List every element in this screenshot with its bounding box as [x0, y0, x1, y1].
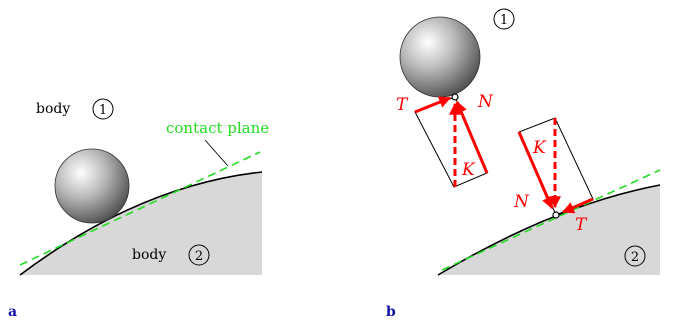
body-2-number-a: 2	[195, 249, 203, 264]
body-1-sphere-b	[399, 16, 481, 98]
lower-N-arrow	[517, 131, 554, 210]
ground-surface-curve-a	[19, 171, 263, 276]
contact-plane-leader	[204, 139, 229, 167]
upper-T-arrow	[414, 96, 452, 114]
upper-K-label: K	[461, 160, 476, 180]
upper-N-arrow	[455, 100, 489, 174]
upper-force-rectangle	[414, 96, 488, 188]
body-1-number-circle-b	[493, 8, 515, 30]
panel-b-label: b	[386, 304, 396, 320]
lower-N-label: N	[513, 192, 530, 212]
lower-T-label: T	[575, 215, 588, 235]
contact-plane-label: contact plane	[166, 119, 269, 137]
body-2-number-circle-a	[188, 244, 210, 266]
body-2-ground-b	[438, 185, 660, 275]
body-2-number-b: 2	[631, 250, 639, 265]
lower-K-label: K	[532, 138, 547, 158]
lower-T-arrow	[561, 197, 594, 214]
body-1-number-b: 1	[500, 13, 508, 28]
contact-plane-line	[19, 151, 261, 266]
upper-T-label: T	[396, 95, 409, 115]
panel-b: 1 T N K K N T 2 b	[386, 8, 661, 320]
lower-contact-point	[552, 211, 560, 219]
panel-a-label: a	[8, 304, 17, 320]
body-1-sphere-a	[54, 148, 130, 224]
body-2-number-circle-b	[624, 245, 646, 267]
body-1-label-a: body	[36, 101, 70, 117]
upper-N-label: N	[477, 92, 494, 112]
body-2-ground-a	[20, 172, 262, 275]
body-1-number-a: 1	[99, 103, 107, 118]
body-2-label-a: body	[132, 247, 166, 263]
contact-plane-line-b	[441, 169, 661, 271]
upper-contact-point	[451, 93, 459, 101]
body-1-number-circle-a	[92, 98, 114, 120]
panel-a: body 1 contact plane body 2 a	[8, 98, 269, 320]
